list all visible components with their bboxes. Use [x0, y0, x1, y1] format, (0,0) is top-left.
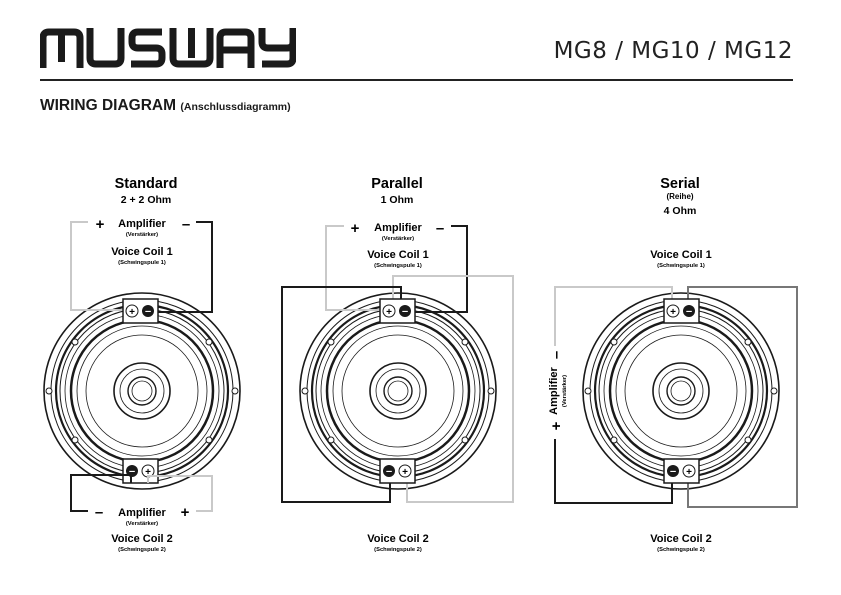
terminal-plus: + [686, 467, 692, 478]
standard-coil2-sub: (Schwingspule 2) [118, 547, 166, 553]
parallel-negative-link-wire [281, 286, 402, 503]
parallel-coil2-label: Voice Coil 2 [367, 533, 429, 545]
parallel-coil2-terminal: – + [379, 458, 416, 484]
parallel-coil1-sub: (Schwingspule 1) [374, 263, 422, 269]
serial-coil1-label: Voice Coil 1 [650, 249, 712, 261]
standard-amp-top-sub: (Verstärker) [126, 232, 158, 238]
parallel-title: Parallel [371, 176, 423, 192]
standard-title: Standard [115, 176, 178, 192]
terminal-minus: – [686, 306, 692, 318]
parallel-coil1-label: Voice Coil 1 [367, 249, 429, 261]
standard-diagram: Standard 2 + 2 Ohm + Amplifier (Verstärk… [42, 176, 242, 553]
standard-amp-bottom-label: Amplifier [118, 507, 166, 519]
serial-diagram: Serial (Reihe) 4 Ohm Voice Coil 1 (Schwi… [548, 176, 798, 553]
parallel-impedance: 1 Ohm [381, 194, 414, 206]
serial-amp-minus: – [548, 351, 565, 359]
terminal-minus: – [670, 466, 676, 478]
serial-coil2-terminal: – + [663, 458, 700, 484]
standard-amp-bottom-minus: – [95, 504, 103, 521]
standard-impedance: 2 + 2 Ohm [121, 194, 171, 206]
header-divider [40, 79, 793, 81]
standard-amp-bottom-sub: (Verstärker) [126, 521, 158, 527]
standard-coil2-label: Voice Coil 2 [111, 533, 173, 545]
model-names: MG8 / MG10 / MG12 [553, 38, 793, 64]
standard-coil2-negative-wire [70, 474, 132, 512]
terminal-minus: – [402, 306, 408, 318]
serial-impedance: 4 Ohm [664, 205, 697, 217]
terminal-plus: + [129, 307, 135, 318]
standard-amp-top-label: Amplifier [118, 218, 166, 230]
serial-amp-plus: + [548, 421, 565, 430]
serial-coil2-label: Voice Coil 2 [650, 533, 712, 545]
serial-amp-group: + Amplifier (Verstärker) – [548, 351, 568, 431]
parallel-coil2-sub: (Schwingspule 2) [374, 547, 422, 553]
standard-coil1-sub: (Schwingspule 1) [118, 260, 166, 266]
serial-amp-sub: (Verstärker) [562, 375, 568, 407]
serial-amp-label: Amplifier [548, 366, 560, 414]
terminal-plus: + [386, 307, 392, 318]
serial-coil1-sub: (Schwingspule 1) [657, 263, 705, 269]
terminal-plus: + [670, 307, 676, 318]
standard-coil2-terminal: – + [122, 458, 159, 484]
serial-title-sub: (Reihe) [666, 192, 693, 201]
parallel-amp-label: Amplifier [374, 222, 422, 234]
serial-amp-positive-wire [554, 286, 673, 346]
standard-amp-top-minus: – [182, 216, 190, 233]
page-title-main: WIRING DIAGRAM [40, 97, 177, 114]
standard-amp-bottom-plus: + [181, 504, 190, 521]
standard-coil1-label: Voice Coil 1 [111, 246, 173, 258]
serial-coil1-terminal: + – [663, 298, 700, 324]
parallel-amp-minus: – [436, 220, 444, 237]
page-title: WIRING DIAGRAM (Anschlussdiagramm) [40, 97, 291, 115]
serial-amp-negative-wire [554, 439, 673, 504]
musway-logo [40, 28, 296, 68]
standard-coil1-positive-wire [70, 221, 132, 311]
standard-amp-top-plus: + [96, 216, 105, 233]
terminal-minus: – [386, 466, 392, 478]
standard-coil1-terminal: + – [122, 298, 159, 324]
page-title-sub: (Anschlussdiagramm) [180, 101, 291, 113]
terminal-minus: – [145, 306, 151, 318]
parallel-amp-plus: + [351, 220, 360, 237]
parallel-coil1-terminal: + – [379, 298, 416, 324]
terminal-plus: + [402, 467, 408, 478]
terminal-minus: – [129, 466, 135, 478]
serial-coil2-sub: (Schwingspule 2) [657, 547, 705, 553]
serial-coil-link-wire [687, 286, 798, 508]
serial-title: Serial [660, 176, 700, 192]
parallel-positive-link-wire [392, 275, 514, 503]
parallel-amp-sub: (Verstärker) [382, 236, 414, 242]
standard-coil2-positive-wire [147, 475, 213, 512]
terminal-plus: + [145, 467, 151, 478]
parallel-diagram: Parallel 1 Ohm + Amplifier (Verstärker) … [281, 176, 514, 553]
